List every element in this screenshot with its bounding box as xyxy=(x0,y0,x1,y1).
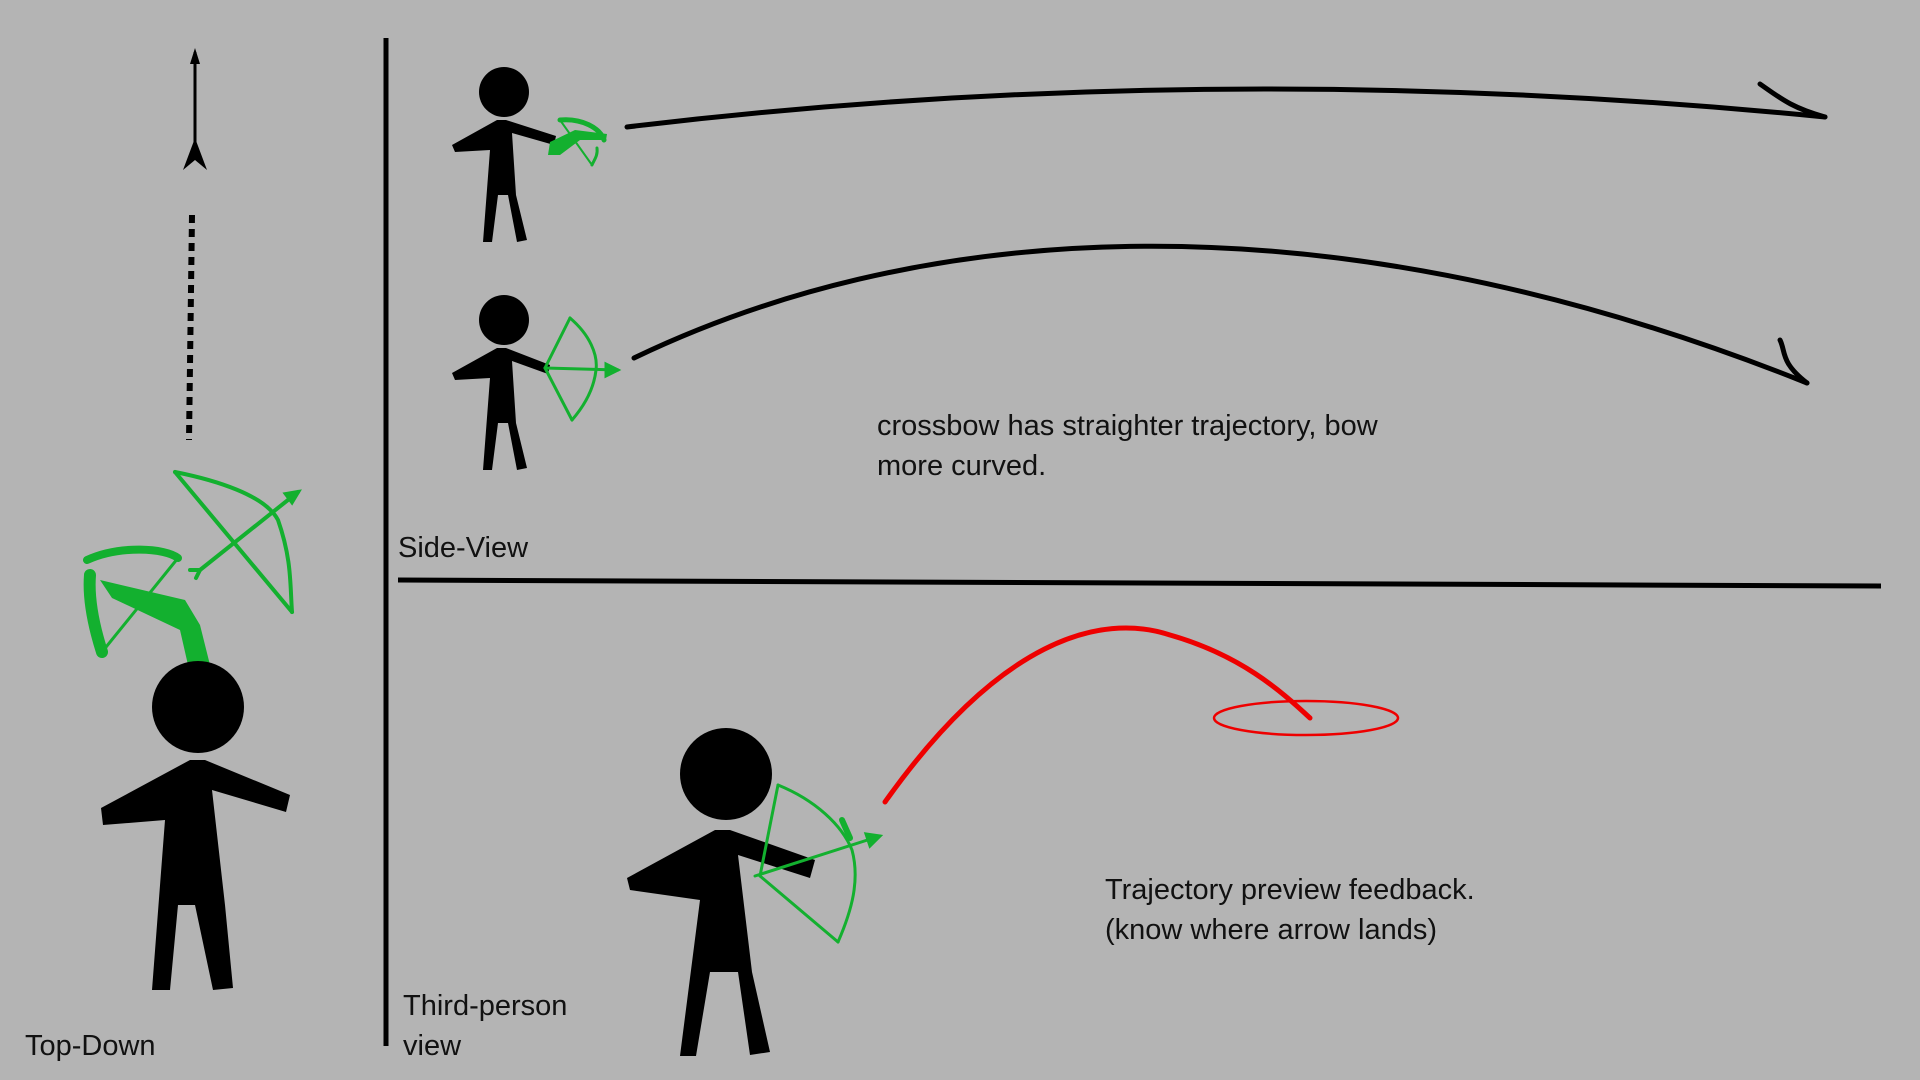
crossbow-trajectory xyxy=(624,86,1828,130)
stick-figure-icon xyxy=(452,295,550,470)
preview-trajectory xyxy=(882,625,1313,805)
arrow-icon xyxy=(183,48,207,170)
third-person-label-line-1: Third-person xyxy=(403,990,568,1022)
bow-icon xyxy=(543,316,622,422)
arrowhead-icon xyxy=(1757,81,1828,120)
bow-trajectory xyxy=(631,243,1810,386)
landing-ellipse-icon xyxy=(1212,699,1400,737)
crossbow-note-line-2: more curved. xyxy=(877,450,1047,482)
arrowhead-icon xyxy=(1777,337,1810,386)
third-person-label: Third-person view xyxy=(403,986,623,1066)
preview-note: Trajectory preview feedback. (know where… xyxy=(1105,870,1625,950)
crossbow-note-line-1: crossbow has straighter trajectory, bow xyxy=(877,410,1378,442)
stick-figure-icon xyxy=(627,728,815,1056)
bow-icon xyxy=(753,783,884,944)
dashed-trajectory-line xyxy=(186,214,195,441)
crossbow-icon xyxy=(83,545,210,665)
crossbow-icon xyxy=(548,117,607,167)
preview-note-line-1: Trajectory preview feedback. xyxy=(1105,874,1475,906)
crossbow-note: crossbow has straighter trajectory, bow … xyxy=(877,406,1517,486)
top-down-label: Top-Down xyxy=(25,1030,156,1062)
horizontal-divider xyxy=(397,577,1882,589)
preview-note-line-2: (know where arrow lands) xyxy=(1105,914,1438,946)
stick-figure-icon xyxy=(101,661,290,990)
side-view-label: Side-View xyxy=(398,532,529,564)
bow-icon xyxy=(173,470,302,614)
stick-figure-icon xyxy=(452,67,556,242)
third-person-label-line-2: view xyxy=(403,1030,462,1062)
